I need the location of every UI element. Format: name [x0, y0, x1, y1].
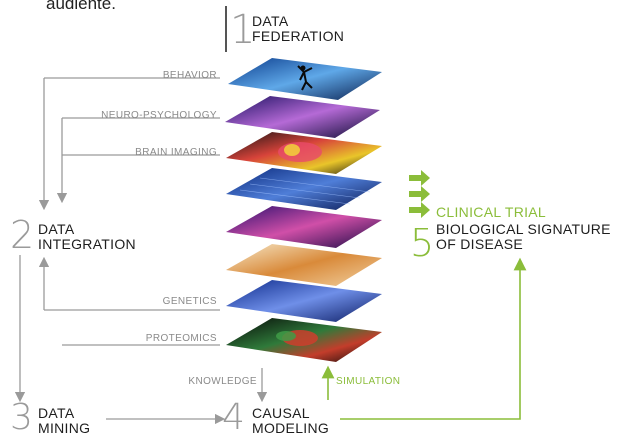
genetics-label: GENETICS	[162, 296, 217, 307]
step-2-line1: DATA	[38, 221, 75, 237]
genetics-image-tile	[226, 280, 382, 322]
brain-imaging-label: BRAIN IMAGING	[135, 147, 217, 158]
step-5-label: BIOLOGICAL SIGNATURE OF DISEASE	[436, 222, 611, 252]
neuropsychology-label: NEURO-PSYCHOLOGY	[101, 110, 217, 121]
partial-caption-text: audiente.	[46, 0, 116, 13]
knowledge-label: KNOWLEDGE	[188, 376, 257, 387]
step-1-line1: DATA	[252, 13, 289, 29]
step-4-label: CAUSAL MODELING	[252, 406, 329, 436]
step-4-line2: MODELING	[252, 420, 330, 436]
cell-image-tile	[226, 206, 382, 248]
step-5-line2: OF DISEASE	[436, 236, 524, 252]
simulation-label: SIMULATION	[336, 376, 401, 387]
step-3-line1: DATA	[38, 405, 75, 421]
image-tile-stack	[225, 58, 382, 362]
step-1-label: DATA FEDERATION	[252, 14, 344, 44]
step-5-line1: BIOLOGICAL SIGNATURE	[436, 221, 611, 237]
behavior-label: BEHAVIOR	[162, 70, 217, 81]
neuron-image-tile	[226, 244, 382, 286]
clinical-trial-label: CLINICAL TRIAL	[436, 204, 547, 220]
step-1-number: 1	[230, 7, 256, 53]
step-3-label: DATA MINING	[38, 406, 90, 436]
step-2-label: DATA INTEGRATION	[38, 222, 136, 252]
step-4-number: 4	[222, 397, 245, 438]
data-grid-image-tile	[226, 168, 382, 210]
step-3-line2: MINING	[38, 420, 91, 436]
step-5-number: 5	[410, 221, 435, 265]
neuropsychology-image-tile	[225, 96, 380, 138]
dancer-silhouette	[297, 65, 313, 91]
step-1-line2: FEDERATION	[252, 28, 345, 44]
modeling-to-signature-arrow	[340, 257, 527, 420]
step-2-number: 2	[10, 213, 35, 257]
step-3-number: 3	[10, 397, 33, 438]
green-arrows	[409, 170, 430, 218]
proteomics-label: PROTEOMICS	[145, 333, 217, 344]
step-2-line2: INTEGRATION	[38, 236, 136, 252]
step-4-line1: CAUSAL	[252, 405, 310, 421]
